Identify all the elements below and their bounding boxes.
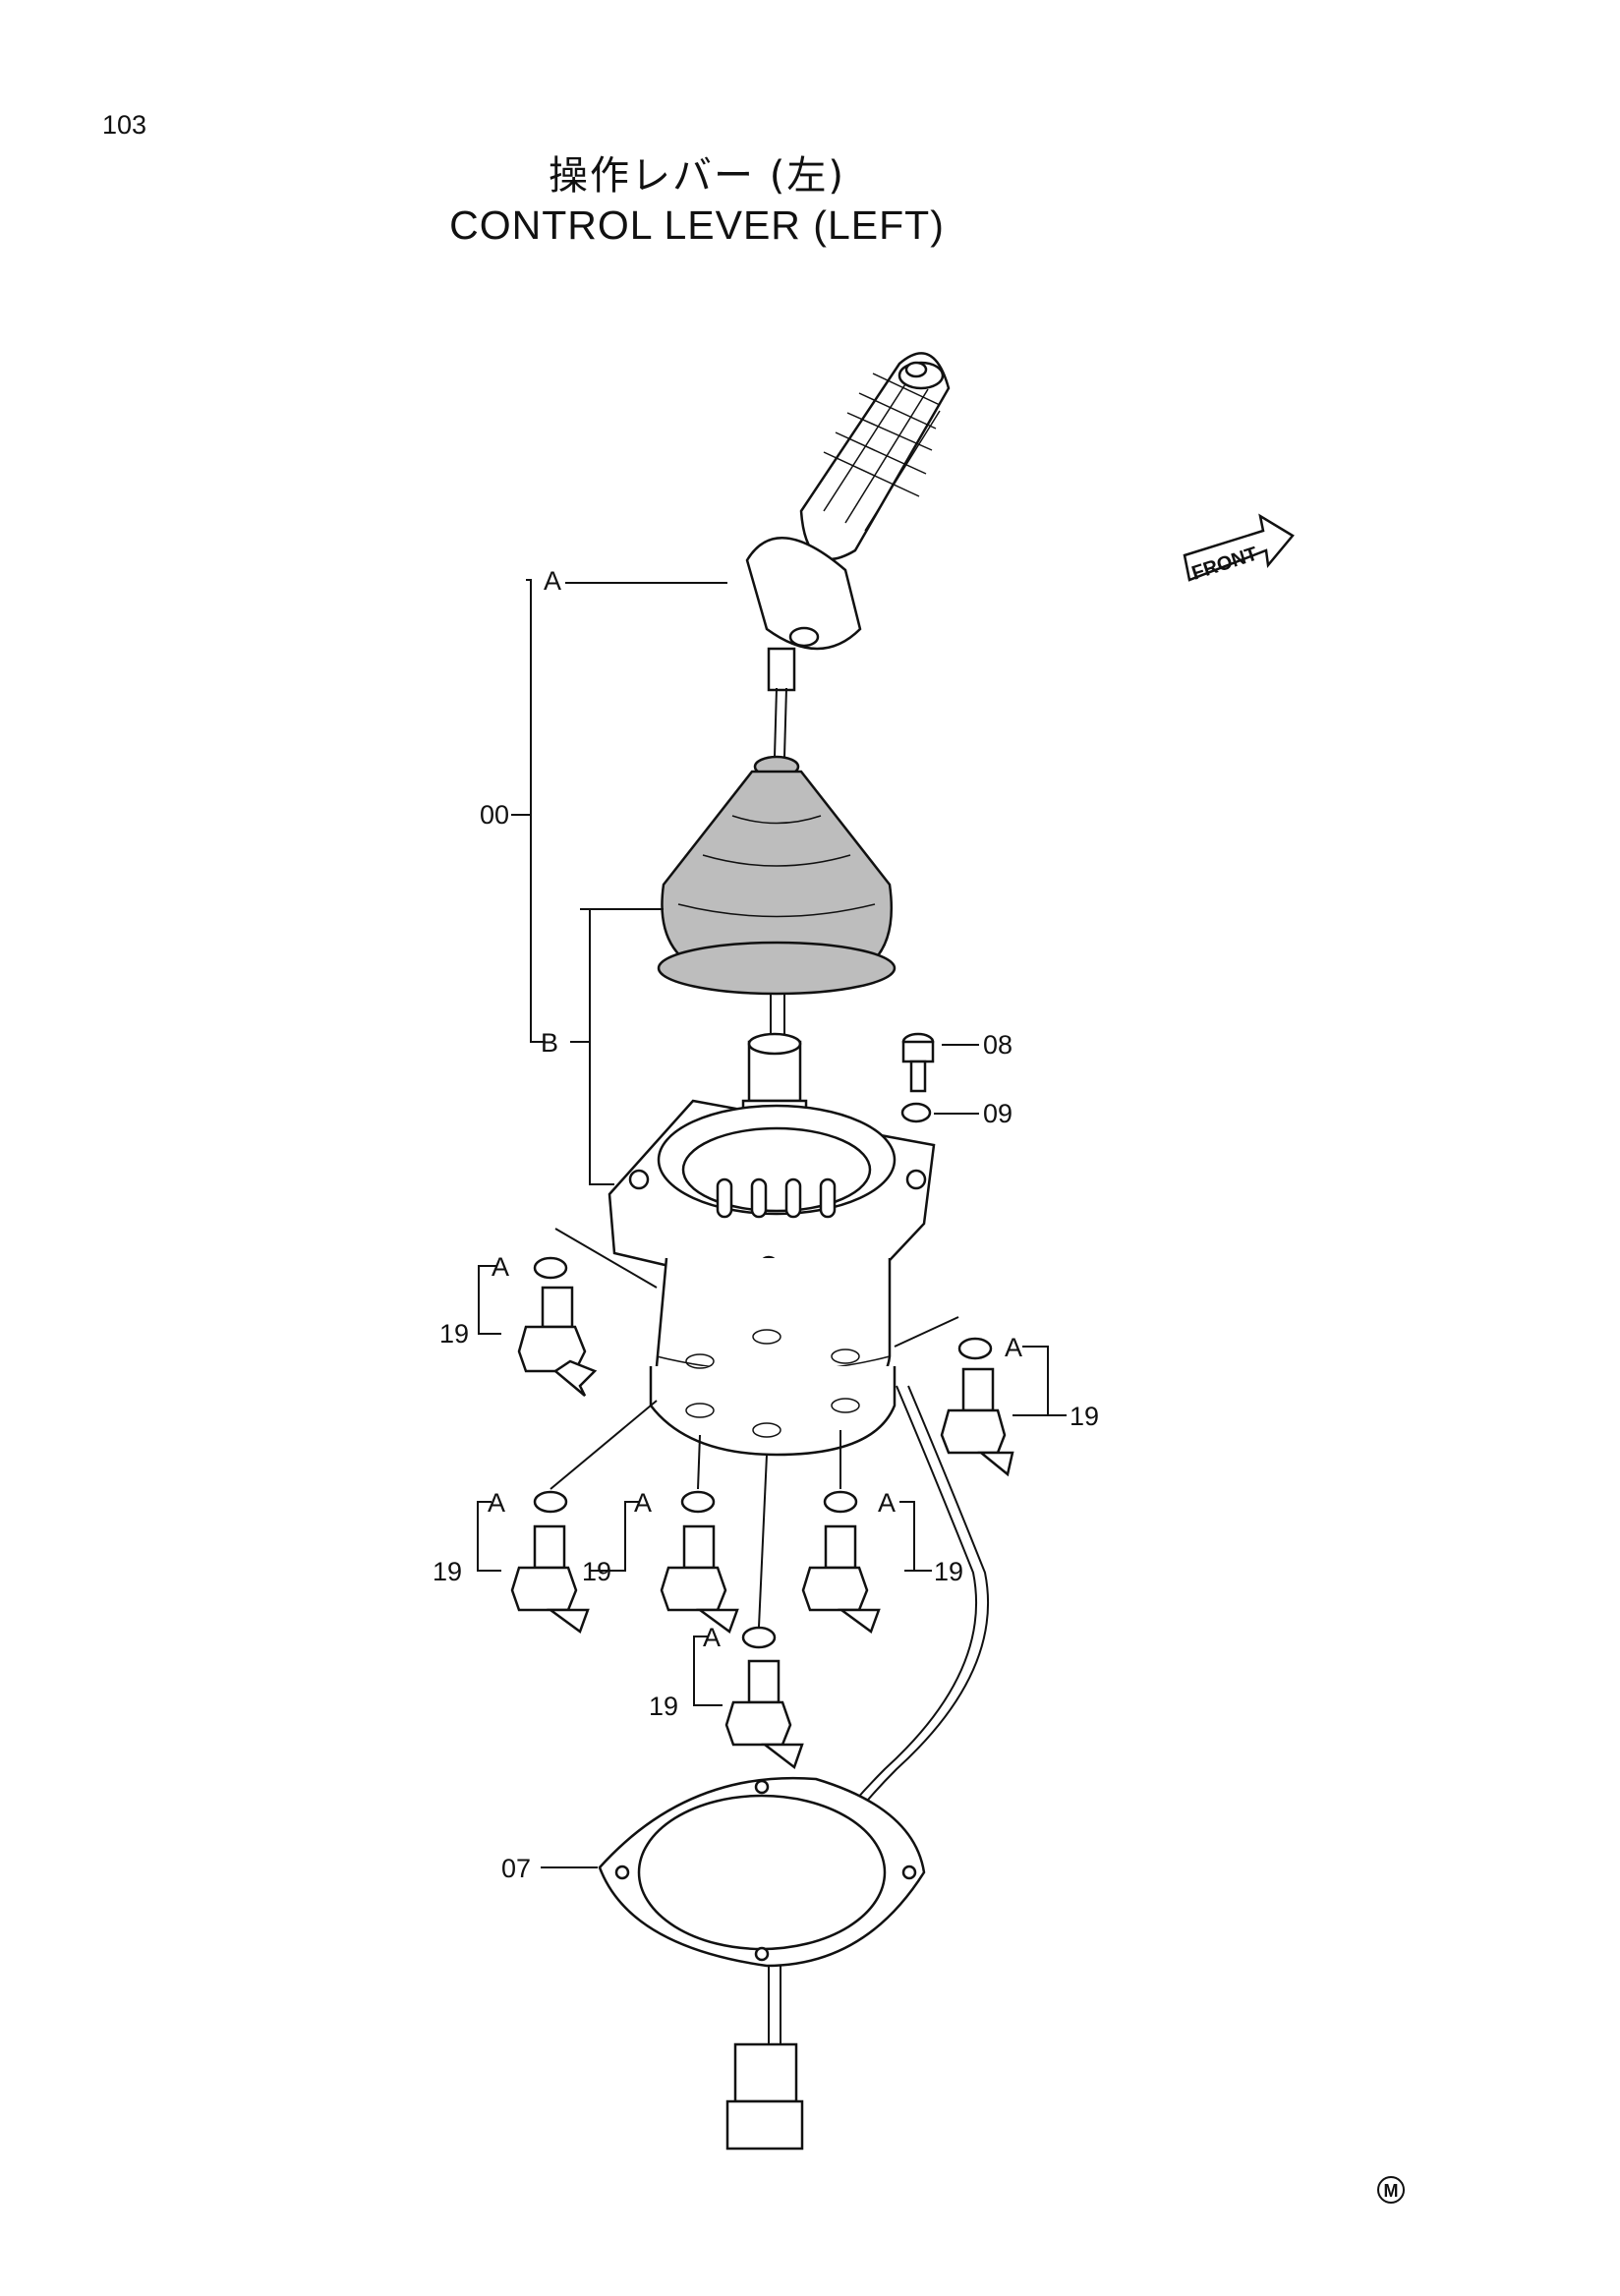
bolt-part [901, 1032, 935, 1093]
callout-fitting-bottom: 19 [649, 1692, 678, 1721]
callout-bolt: 08 [983, 1030, 1012, 1060]
callout-gasket: 07 [501, 1854, 531, 1883]
corner-mark-letter: M [1384, 2181, 1399, 2201]
fitting-lower-right [801, 1490, 881, 1634]
gasket-plate [598, 1776, 926, 1968]
leader-lines [477, 579, 1067, 1868]
fitting-right [940, 1337, 1014, 1477]
callout-fitting-upper-left: 19 [439, 1319, 469, 1349]
callout-ref-a-right: A [1005, 1333, 1022, 1362]
callout-fitting-lower-left: 19 [433, 1557, 462, 1586]
callout-ref-a-lower-right: A [878, 1488, 896, 1518]
valve-body [608, 1099, 936, 1457]
page-title-japanese: 操作レバー (左) [549, 153, 845, 199]
front-direction-arrow: FRONT [1183, 513, 1295, 585]
callout-assembly: 00 [480, 800, 509, 830]
page-title-english: CONTROL LEVER (LEFT) [449, 202, 945, 248]
fitting-lower-center [660, 1490, 739, 1634]
callout-washer: 09 [983, 1099, 1012, 1128]
fitting-bottom [724, 1626, 804, 1770]
callout-ref-b-boot: B [541, 1028, 558, 1058]
callout-ref-a-upper-left: A [492, 1252, 509, 1282]
harness-cable [725, 1385, 989, 2151]
callout-labels: A 00 B 08 09 A 19 A 19 A 19 A 19 A 19 A … [433, 566, 1099, 1883]
lever-grip [745, 352, 951, 758]
page-number: 103 [102, 110, 147, 140]
callout-ref-a-grip: A [544, 566, 561, 596]
callout-ref-a-bottom: A [703, 1623, 721, 1652]
washer-part [900, 1102, 932, 1123]
callout-fitting-lower-center: 19 [582, 1557, 611, 1586]
fitting-lower-left [510, 1490, 590, 1634]
fitting-upper-left [517, 1256, 598, 1397]
callout-ref-a-lower-center: A [634, 1488, 652, 1518]
lever-boot [657, 755, 897, 996]
callout-fitting-lower-right: 19 [934, 1557, 963, 1586]
callout-ref-a-lower-left: A [488, 1488, 505, 1518]
callout-fitting-right: 19 [1070, 1402, 1099, 1431]
corner-mark: M [1377, 2176, 1405, 2204]
